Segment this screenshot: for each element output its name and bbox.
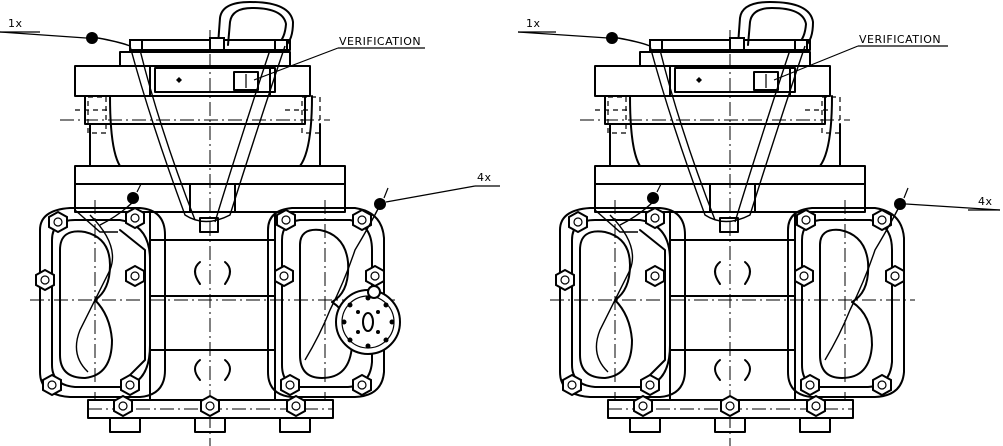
pump-assembly-left	[30, 2, 395, 446]
callout-1x-right: 1x	[526, 17, 541, 30]
leader-line-verification-left	[253, 47, 339, 81]
inspection-cover	[335, 285, 401, 355]
callout-1x-left: 1x	[8, 17, 23, 30]
callout-4x-left: 4x	[477, 171, 492, 184]
verification-label-right: VERIFICATION	[859, 33, 941, 46]
leader-line-top-left	[0, 31, 87, 39]
pump-view-left: 1x 4x VERIFICATION	[0, 2, 500, 446]
callout-4x-right: 4x	[978, 195, 993, 208]
leader-line-side-right	[905, 203, 1001, 211]
leader-line-verification-right	[773, 45, 859, 81]
pump-view-right: 1x 4x VERIFICATION	[517, 2, 1001, 446]
pump-assembly-right	[550, 2, 915, 446]
leader-line-top-right	[517, 31, 609, 39]
verification-label-left: VERIFICATION	[339, 35, 421, 48]
leader-line-side-left	[385, 185, 476, 203]
